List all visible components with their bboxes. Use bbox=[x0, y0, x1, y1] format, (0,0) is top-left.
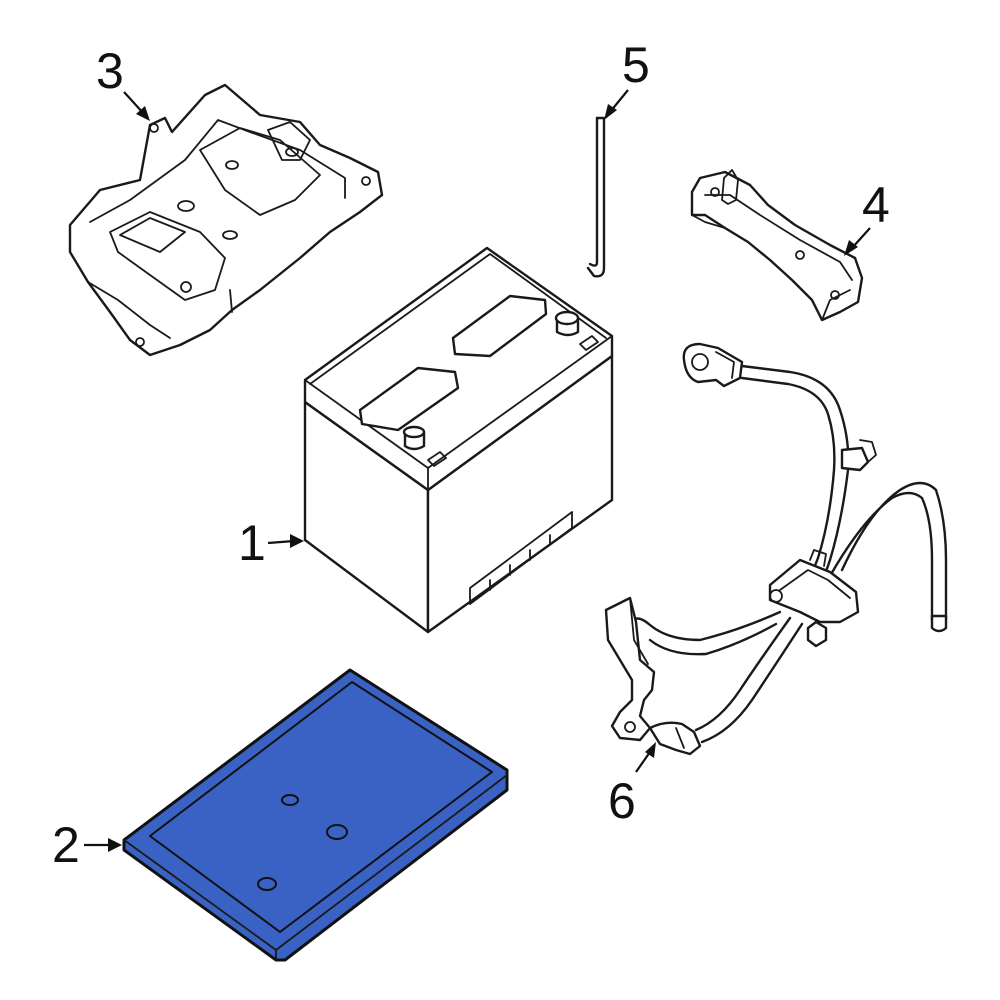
callout-4[interactable]: 4 bbox=[844, 177, 890, 256]
callout-2-arrow bbox=[108, 838, 122, 852]
hold-down-rod[interactable] bbox=[586, 116, 606, 278]
callout-6-arrow bbox=[645, 742, 656, 758]
callout-3-arrow bbox=[136, 106, 150, 121]
callout-4-label: 4 bbox=[862, 177, 890, 233]
battery-tray[interactable] bbox=[68, 83, 384, 357]
callout-2[interactable]: 2 bbox=[52, 817, 122, 873]
callout-6[interactable]: 6 bbox=[608, 742, 656, 829]
callout-1[interactable]: 1 bbox=[238, 515, 304, 571]
callout-6-leader bbox=[635, 751, 651, 773]
callout-5[interactable]: 5 bbox=[604, 37, 650, 120]
callout-5-label: 5 bbox=[622, 37, 650, 93]
callout-1-label: 1 bbox=[238, 515, 266, 571]
callout-1-arrow bbox=[290, 534, 304, 548]
battery[interactable] bbox=[303, 246, 614, 634]
hold-down-bracket[interactable] bbox=[690, 169, 864, 322]
callout-6-label: 6 bbox=[608, 773, 636, 829]
callout-3[interactable]: 3 bbox=[96, 43, 150, 121]
callout-4-arrow bbox=[844, 240, 858, 256]
callout-5-arrow bbox=[604, 104, 617, 120]
battery-cable[interactable] bbox=[604, 342, 948, 756]
battery-tray-pad[interactable] bbox=[122, 668, 509, 962]
callout-3-label: 3 bbox=[96, 43, 124, 99]
callout-2-label: 2 bbox=[52, 817, 80, 873]
callout-1-leader bbox=[267, 539, 295, 545]
